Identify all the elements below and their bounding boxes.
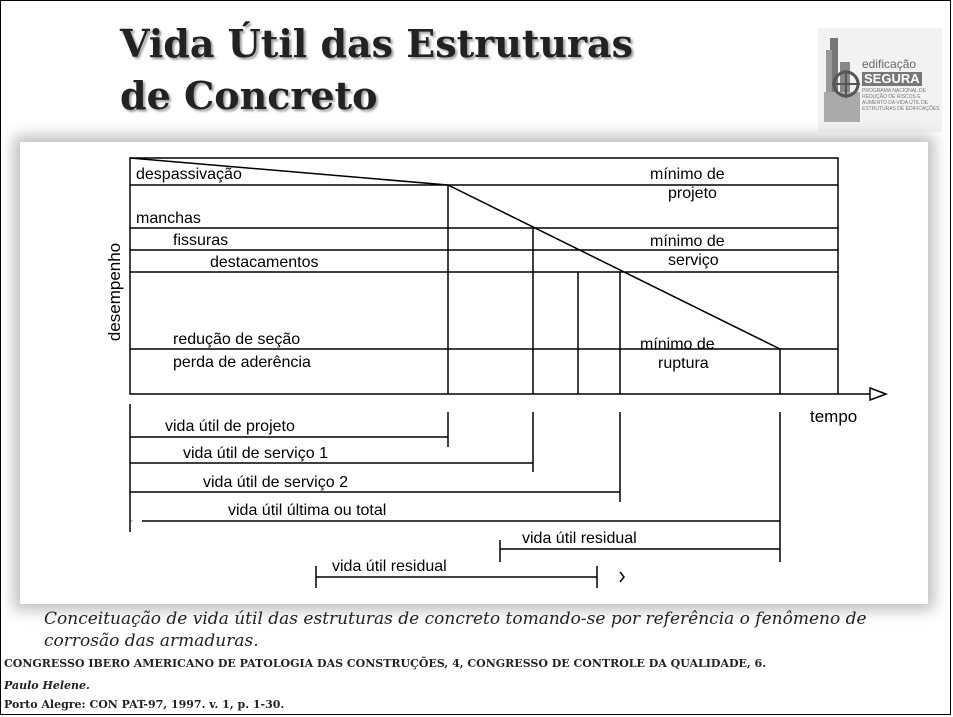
reference-line-1: CONGRESSO IBERO AMERICANO DE PATOLOGIA D…: [4, 657, 767, 670]
phenomenon-label: redução de seção: [173, 331, 300, 348]
axis-y-label: desempenho: [105, 243, 124, 341]
slide-title: Vida Útil das Estruturas de Concreto: [120, 18, 633, 122]
phenomenon-label: manchas: [136, 210, 201, 227]
lifespan-label: vida útil de serviço 1: [183, 445, 328, 462]
phenomenon-label: perda de aderência: [173, 354, 311, 371]
threshold-label-line-2: ruptura: [658, 355, 709, 372]
reference-line-3: Porto Alegre: CON PAT-97, 1997. v. 1, p.…: [4, 698, 285, 711]
lifespan-label: vida útil de projeto: [165, 418, 295, 435]
threshold-label: mínimo de ruptura: [640, 336, 719, 372]
residual-marker: [619, 571, 625, 583]
threshold-label: mínimo de projeto: [650, 166, 729, 202]
performance-curve: [129, 157, 781, 350]
logo-line-3: PROGRAMA NACIONAL DE REDUÇÃO DE RISCOS E…: [862, 88, 940, 112]
phenomenon-label: despassivação: [136, 166, 242, 183]
threshold-label-line-2: serviço: [668, 252, 719, 269]
threshold-label-line-2: projeto: [668, 185, 717, 202]
phenomenon-label: fissuras: [173, 232, 228, 249]
lifespan-label: vida útil última ou total: [228, 502, 386, 519]
lifespan-label: vida útil residual: [332, 558, 447, 575]
lifespan-label: vida útil de serviço 2: [203, 474, 348, 491]
edificacao-segura-logo: edificação SEGURA PROGRAMA NACIONAL DE R…: [818, 28, 942, 132]
threshold-service: mínimo de: [650, 233, 725, 250]
diagram-frame: [129, 157, 839, 395]
building-icon: [824, 38, 860, 122]
logo-line-2: SEGURA: [862, 71, 922, 86]
title-line-1: Vida Útil das Estruturas: [120, 21, 634, 66]
reference-author: Paulo Helene.: [4, 679, 90, 692]
diagram-panel: desempenho tempo despassivação manchas f…: [20, 142, 928, 604]
axis-x-label: tempo: [810, 407, 857, 426]
logo-line-1: edificação: [862, 57, 917, 71]
time-axis-arrow: [869, 386, 889, 402]
lifespan-label: vida útil residual: [522, 530, 637, 547]
threshold-label: mínimo de serviço: [650, 233, 729, 269]
threshold-project: mínimo de: [650, 166, 725, 183]
threshold-rupture: mínimo de: [640, 336, 715, 353]
phenomenon-label: destacamentos: [210, 254, 319, 271]
figure-caption: Conceituação de vida útil das estruturas…: [44, 609, 867, 651]
service-life-diagram: desempenho tempo despassivação manchas f…: [105, 157, 889, 588]
title-line-2: de Concreto: [120, 73, 378, 118]
